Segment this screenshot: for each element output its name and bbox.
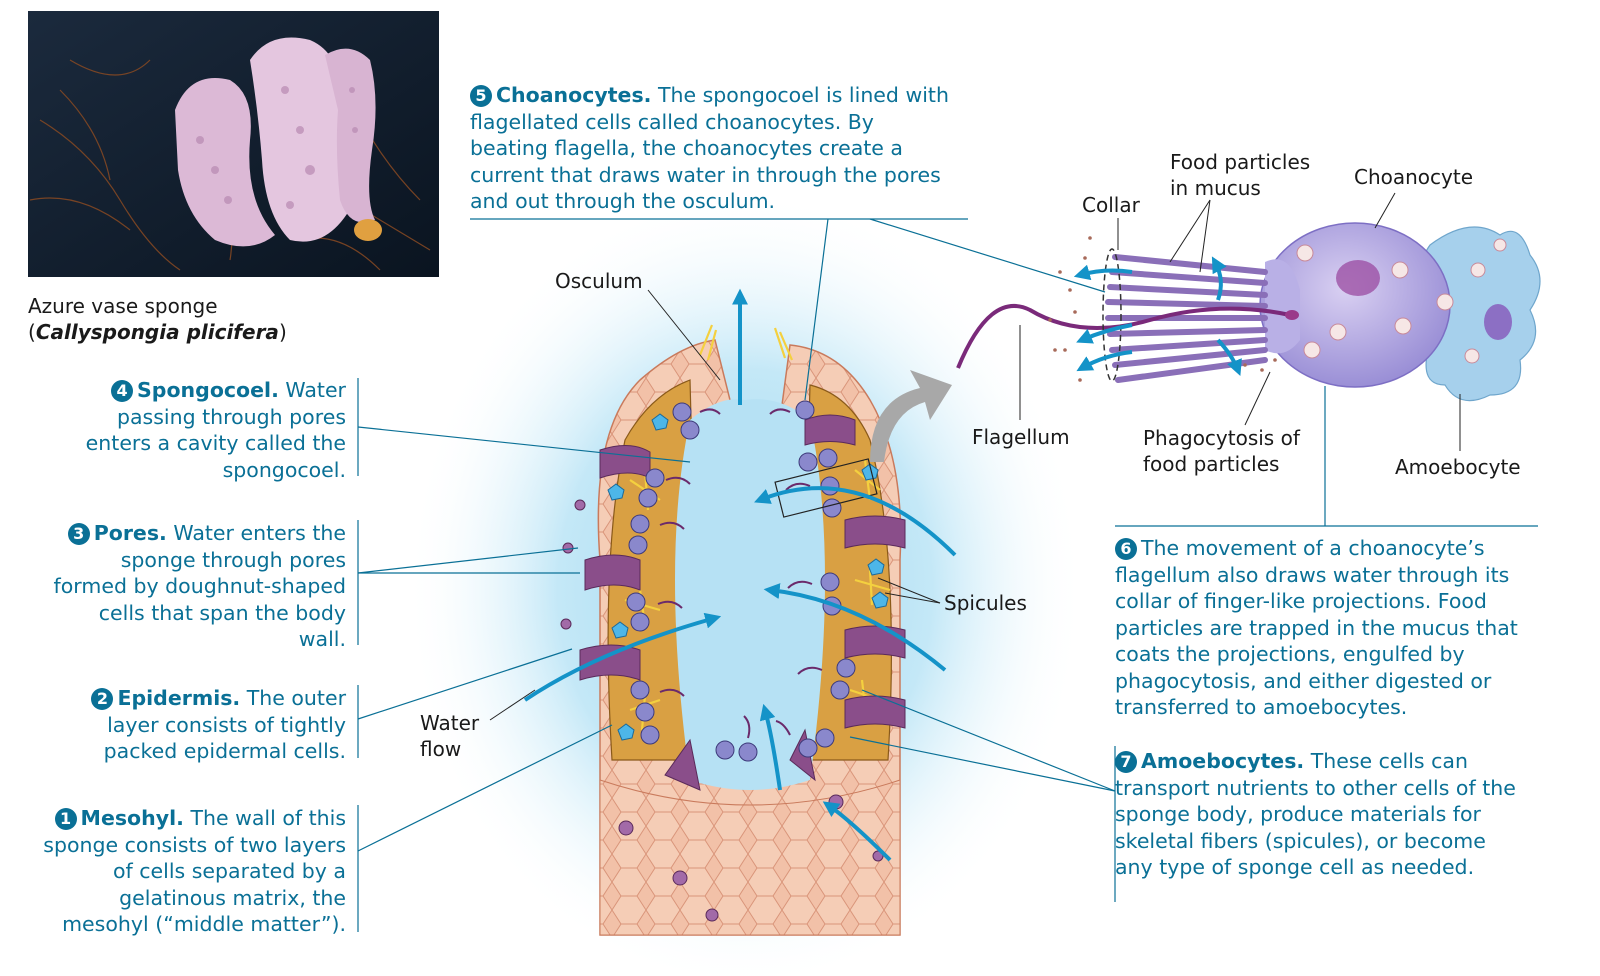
label-flagellum: Flagellum bbox=[972, 425, 1070, 449]
label-food-particles: Food particles in mucus bbox=[1170, 150, 1311, 200]
step-number-7: 7 bbox=[1115, 751, 1137, 773]
step-number-1: 1 bbox=[54, 808, 77, 830]
photo-caption: Azure vase sponge (Callyspongia plicifer… bbox=[28, 293, 368, 345]
callout-heading: Pores. bbox=[93, 521, 167, 545]
label-osculum: Osculum bbox=[555, 269, 643, 293]
step-number-5: 5 bbox=[470, 85, 492, 107]
choanocyte-detail bbox=[956, 222, 1541, 402]
step-number-2: 2 bbox=[91, 688, 114, 710]
callout-body: Water passing through pores enters a cav… bbox=[85, 378, 346, 482]
sponge-cross-section bbox=[405, 190, 1085, 976]
label-collar: Collar bbox=[1082, 193, 1140, 217]
label-amoebocyte: Amoebocyte bbox=[1395, 455, 1521, 479]
callout-body: These cells can transport nutrients to o… bbox=[1115, 749, 1516, 879]
label-choanocyte: Choanocyte bbox=[1354, 165, 1474, 189]
caption-suffix: ) bbox=[278, 320, 287, 344]
step-number-6: 6 bbox=[1115, 538, 1137, 560]
callout-body: The spongocoel is lined with flagellated… bbox=[470, 83, 949, 213]
callout-heading: Mesohyl. bbox=[80, 806, 184, 830]
leader-lines bbox=[357, 218, 1538, 932]
step-number-3: 3 bbox=[67, 523, 90, 545]
callout-heading: Choanocytes. bbox=[496, 83, 652, 107]
label-water-flow: Water flow bbox=[420, 711, 480, 761]
callout-body: Water enters the sponge through pores fo… bbox=[53, 521, 346, 651]
callout-body: The outer layer consists of tightly pack… bbox=[103, 686, 346, 763]
caption-prefix: Azure vase sponge ( bbox=[28, 294, 218, 344]
label-phagocytosis: Phagocytosis of food particles bbox=[1143, 426, 1300, 476]
callout-heading: Amoebocytes. bbox=[1141, 749, 1305, 773]
sponge-photo bbox=[28, 11, 439, 277]
step-number-4: 4 bbox=[111, 380, 134, 402]
callout-heading: Spongocoel. bbox=[137, 378, 279, 402]
caption-species: Callyspongia plicifera bbox=[35, 320, 279, 344]
callout-heading: Epidermis. bbox=[117, 686, 241, 710]
callout-body: The movement of a choanocyte’s flagellum… bbox=[1115, 536, 1518, 719]
callout-body: The wall of this sponge consists of two … bbox=[43, 806, 346, 936]
label-leaders bbox=[489, 192, 1461, 721]
label-spicules: Spicules bbox=[944, 591, 1027, 615]
